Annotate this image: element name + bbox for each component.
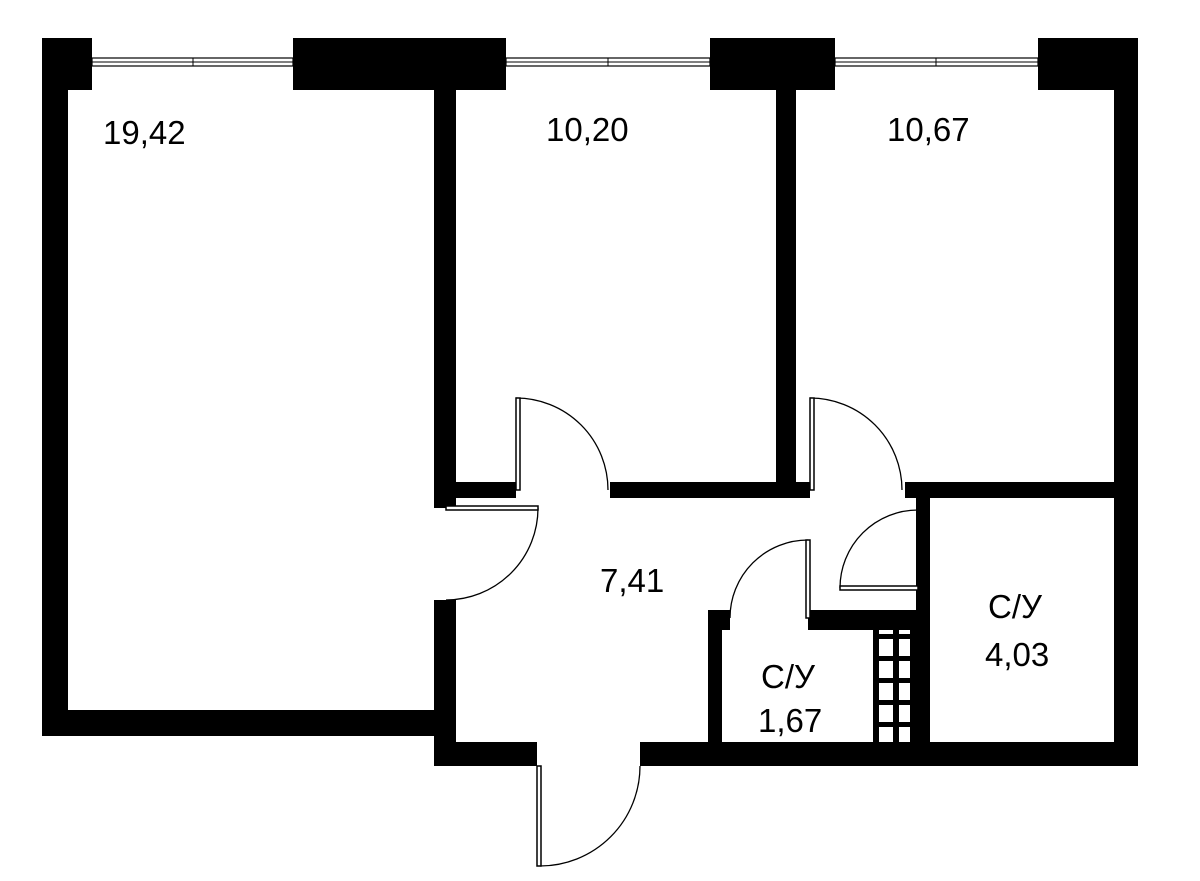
door-bedroom-middle (515, 397, 609, 491)
door-bedroom-right (809, 397, 903, 491)
bathroom-small-label: С/У (761, 658, 816, 695)
door-bathroom-small (729, 539, 811, 619)
wall-bottom-right (640, 742, 1138, 766)
room-labels: 19,42 10,20 10,67 7,41 С/У 1,67 С/У 4,03 (103, 111, 1049, 739)
living-room-area: 19,42 (103, 114, 186, 151)
window-bedroom-right (834, 57, 1039, 67)
window-living-room (91, 57, 294, 67)
door-living-room (445, 505, 539, 601)
wall-top-center-pier (293, 38, 506, 90)
bedroom-middle-area: 10,20 (546, 111, 629, 148)
bathroom-large-label: С/У (988, 588, 1043, 625)
outer-walls (42, 38, 1138, 766)
door-bathroom-large (839, 509, 919, 591)
wall-partition-2 (776, 38, 796, 496)
ventilation-shaft (873, 620, 918, 766)
bathroom-small-area: 1,67 (758, 702, 822, 739)
interior-walls (434, 38, 1138, 766)
window-bedroom-middle (505, 57, 711, 67)
wall-partition-1 (434, 38, 456, 508)
wall-bottom-left (42, 710, 456, 736)
windows (91, 57, 1039, 67)
bedroom-right-area: 10,67 (887, 111, 970, 148)
doors (445, 397, 919, 867)
wall-top-middle-pier (710, 38, 835, 90)
wall-corridor-top-b (610, 482, 810, 498)
wall-corridor-top-a (434, 482, 516, 498)
wall-left (42, 38, 68, 736)
hallway-area: 7,41 (600, 562, 664, 599)
wall-hall-left-lower (434, 600, 456, 766)
door-entrance (536, 765, 641, 867)
wall-bath-small-left (708, 610, 722, 766)
bathroom-large-area: 4,03 (985, 636, 1049, 673)
wall-right (1114, 38, 1138, 766)
wall-bath-small-top-b (808, 610, 930, 630)
wall-corridor-top-c (905, 482, 1138, 498)
